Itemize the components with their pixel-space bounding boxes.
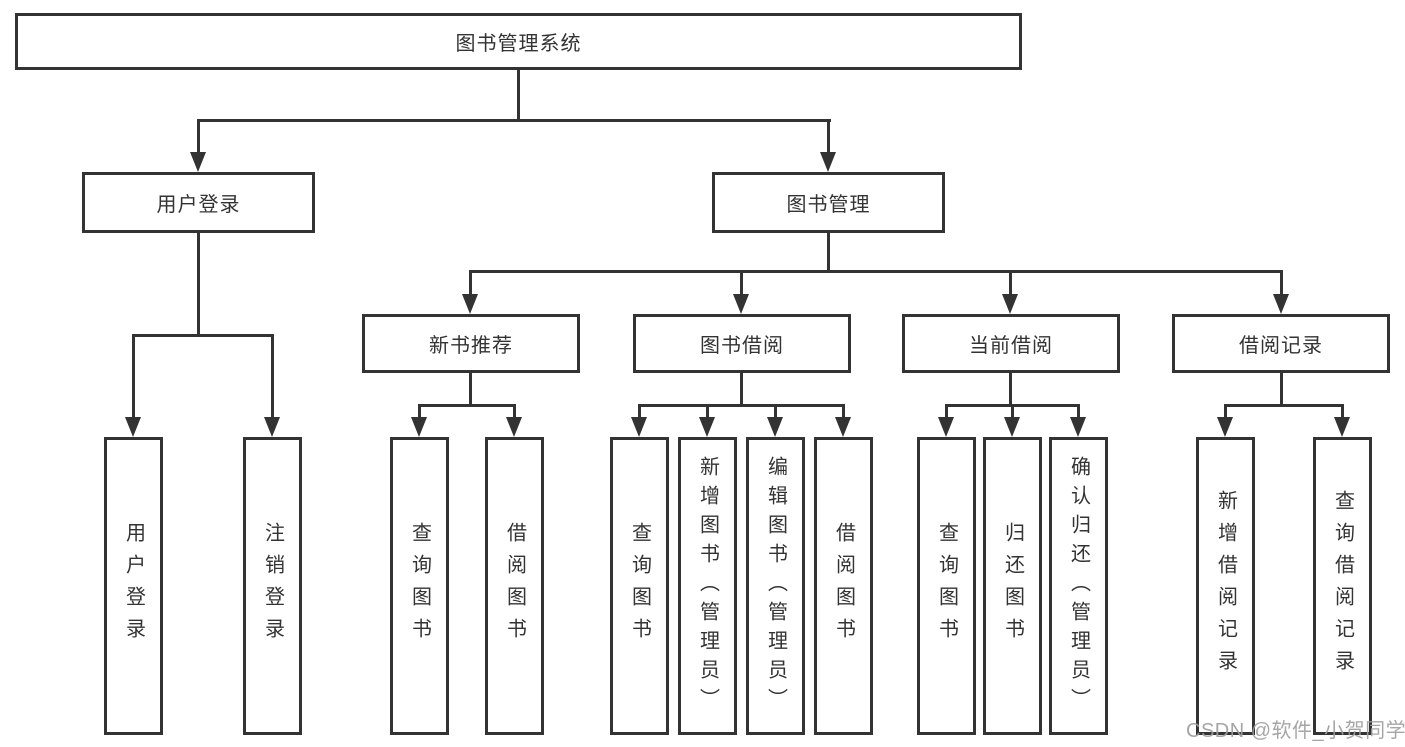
leaf-confirm-return-admin: 确认归还（管理员） xyxy=(1049,437,1108,735)
connector-user-login-stem xyxy=(197,233,200,337)
connector-leaf-drop xyxy=(774,404,777,422)
node-book-borrow: 图书借阅 xyxy=(633,314,851,373)
arrow-to-leaf xyxy=(1070,417,1086,437)
leaf-add-books-admin: 新增图书（管理员） xyxy=(678,437,737,735)
leaf-borrow-books: 借阅图书 xyxy=(814,437,873,735)
connector-current-borrow-stem xyxy=(1009,373,1012,407)
arrow-to-leaf xyxy=(411,417,427,437)
connector-login-leaf-drop xyxy=(132,334,135,420)
connector-user-login-drop xyxy=(197,119,200,155)
connector-current-borrow-drop xyxy=(1009,270,1012,298)
arrow-to-user-login xyxy=(190,152,206,172)
leaf-borrow-books: 借阅图书 xyxy=(485,437,544,735)
node-label: 新增图书（管理员） xyxy=(696,455,719,717)
node-label: 借阅记录 xyxy=(1239,335,1323,357)
node-label: 图书管理 xyxy=(786,194,871,216)
connector-book-mgmt-stem xyxy=(827,233,830,273)
connector-leaf-drop xyxy=(842,404,845,422)
leaf-query-borrow-record: 查询借阅记录 xyxy=(1313,437,1372,735)
node-label: 借阅图书 xyxy=(832,522,855,650)
arrow-to-leaf xyxy=(631,417,647,437)
leaf-return-books: 归还图书 xyxy=(983,437,1042,735)
connector-book-mgmt-rail xyxy=(469,270,1283,273)
node-label: 图书借阅 xyxy=(700,335,784,357)
connector-leaf-drop xyxy=(418,404,421,422)
arrow-to-leaf xyxy=(1217,417,1233,437)
node-label: 图书管理系统 xyxy=(455,33,582,55)
connector-leaf-drop xyxy=(1077,404,1080,422)
node-label: 注销登录 xyxy=(261,522,284,650)
node-label: 新书推荐 xyxy=(429,335,513,357)
connector-book-borrow-drop xyxy=(740,270,743,298)
arrow-to-logout-leaf xyxy=(264,417,280,437)
connector-root-rail xyxy=(197,119,831,122)
connector-logout-leaf-drop xyxy=(271,334,274,420)
arrow-to-current-borrow xyxy=(1002,294,1018,314)
node-label: 查询图书 xyxy=(935,522,958,650)
connector-leaf-drop xyxy=(945,404,948,422)
connector-borrow-record-rail xyxy=(1224,404,1344,407)
node-new-book-recommend: 新书推荐 xyxy=(362,314,580,373)
node-label: 查询图书 xyxy=(628,522,651,650)
leaf-query-books: 查询图书 xyxy=(390,437,449,735)
arrow-to-book-management xyxy=(820,152,836,172)
arrow-to-leaf xyxy=(938,417,954,437)
connector-borrow-record-stem xyxy=(1280,373,1283,407)
csdn-watermark: CSDN @软件_小贺同学 xyxy=(1186,720,1405,742)
arrow-to-leaf xyxy=(835,417,851,437)
node-label: 借阅图书 xyxy=(503,522,526,650)
leaf-user-login: 用户登录 xyxy=(104,437,163,735)
leaf-logout: 注销登录 xyxy=(243,437,302,735)
connector-leaf-drop xyxy=(1011,404,1014,422)
connector-book-borrow-stem xyxy=(740,373,743,407)
connector-leaf-drop xyxy=(638,404,641,422)
connector-user-login-rail xyxy=(132,334,274,337)
connector-leaf-drop xyxy=(706,404,709,422)
connector-borrow-record-drop xyxy=(1280,270,1283,298)
arrow-to-leaf xyxy=(1334,417,1350,437)
leaf-edit-books-admin: 编辑图书（管理员） xyxy=(746,437,805,735)
leaf-query-books: 查询图书 xyxy=(610,437,669,735)
node-label: 查询图书 xyxy=(408,522,431,650)
arrow-to-login-leaf xyxy=(125,417,141,437)
node-label: 归还图书 xyxy=(1001,522,1024,650)
connector-book-mgmt-drop xyxy=(827,119,830,155)
arrow-to-borrow-record xyxy=(1273,294,1289,314)
connector-new-book-drop xyxy=(469,270,472,298)
connector-new-book-rail xyxy=(418,404,516,407)
node-label: 新增借阅记录 xyxy=(1214,490,1237,682)
arrow-to-leaf xyxy=(506,417,522,437)
connector-leaf-drop xyxy=(1341,404,1344,422)
node-label: 编辑图书（管理员） xyxy=(764,455,787,717)
arrow-to-leaf xyxy=(767,417,783,437)
arrow-to-leaf xyxy=(699,417,715,437)
connector-book-borrow-rail xyxy=(638,404,845,407)
node-label: 确认归还（管理员） xyxy=(1067,455,1090,717)
node-label: 当前借阅 xyxy=(969,335,1053,357)
node-label: 查询借阅记录 xyxy=(1331,490,1354,682)
arrow-to-leaf xyxy=(1004,417,1020,437)
connector-leaf-drop xyxy=(1224,404,1227,422)
node-label: 用户登录 xyxy=(156,194,241,216)
connector-new-book-stem xyxy=(469,373,472,407)
node-user-login: 用户登录 xyxy=(82,172,315,233)
connector-leaf-drop xyxy=(513,404,516,422)
connector-root-stem xyxy=(517,70,520,122)
node-current-borrow: 当前借阅 xyxy=(902,314,1120,373)
node-book-management: 图书管理 xyxy=(712,172,945,233)
node-label: 用户登录 xyxy=(122,522,145,650)
leaf-query-books: 查询图书 xyxy=(917,437,976,735)
node-library-management-system: 图书管理系统 xyxy=(15,13,1022,70)
node-borrow-record: 借阅记录 xyxy=(1172,314,1390,373)
arrow-to-new-book-recommend xyxy=(462,294,478,314)
leaf-add-borrow-record: 新增借阅记录 xyxy=(1196,437,1255,735)
arrow-to-book-borrow xyxy=(733,294,749,314)
